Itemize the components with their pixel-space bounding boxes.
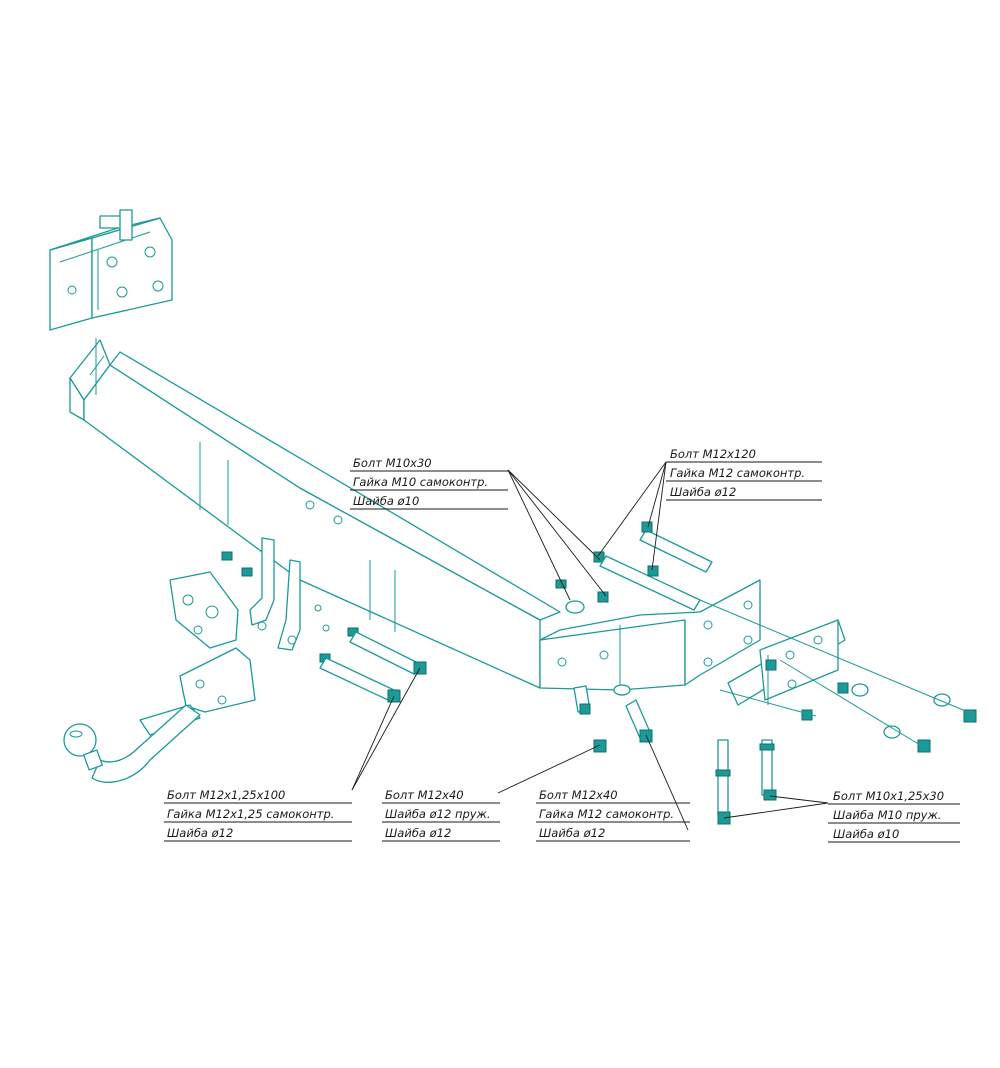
callout-bottom-right-line-1: Болт М10х1,25х30 bbox=[833, 789, 944, 803]
callout-top-center-line-2: Гайка М10 самоконтр. bbox=[353, 475, 488, 489]
callout-top-right-line-2: Гайка М12 самоконтр. bbox=[670, 466, 805, 480]
callout-bottom-right-line-2: Шайба М10 пруж. bbox=[833, 808, 941, 822]
callout-bottom-mid-left-line-1: Болт М12х40 bbox=[385, 788, 464, 802]
right-side-bracket bbox=[539, 579, 761, 691]
callout-top-right: Болт М12х120 Гайка М12 самоконтр. Шайба … bbox=[666, 447, 822, 501]
right-mounting-flange bbox=[727, 619, 846, 706]
callout-bottom-right: Болт М10х1,25х30 Шайба М10 пруж. Шайба ø… bbox=[828, 789, 960, 843]
callout-bottom-left: Болт М12х1,25х100 Гайка М12х1,25 самокон… bbox=[164, 788, 352, 842]
callout-top-right-line-1: Болт М12х120 bbox=[670, 447, 756, 461]
leader-lines bbox=[351, 461, 976, 831]
callout-bottom-mid-right-line-2: Гайка М12 самоконтр. bbox=[539, 807, 674, 821]
callout-bottom-left-line-3: Шайба ø12 bbox=[167, 826, 233, 840]
left-mounting-bracket bbox=[49, 209, 173, 331]
callout-top-right-line-3: Шайба ø12 bbox=[670, 485, 736, 499]
callout-bottom-mid-left: Болт М12х40 Шайба ø12 пруж. Шайба ø12 bbox=[382, 788, 500, 842]
callout-bottom-mid-right-line-3: Шайба ø12 bbox=[539, 826, 605, 840]
callout-top-center-line-3: Шайба ø10 bbox=[353, 494, 419, 508]
callout-bottom-left-line-1: Болт М12х1,25х100 bbox=[167, 788, 285, 802]
callout-bottom-mid-right-line-1: Болт М12х40 bbox=[539, 788, 618, 802]
main-cross-beam bbox=[69, 338, 561, 689]
callout-bottom-mid-right: Болт М12х40 Гайка М12 самоконтр. Шайба ø… bbox=[536, 788, 690, 842]
callout-top-center: Болт М10х30 Гайка М10 самоконтр. Шайба ø… bbox=[350, 456, 508, 510]
callout-top-center-line-1: Болт М10х30 bbox=[353, 456, 432, 470]
vertical-bracket-plates bbox=[249, 537, 330, 651]
callout-bottom-left-line-2: Гайка М12х1,25 самоконтр. bbox=[167, 807, 334, 821]
callout-bottom-right-line-3: Шайба ø10 bbox=[833, 827, 899, 841]
callout-bottom-mid-left-line-2: Шайба ø12 пруж. bbox=[385, 807, 491, 821]
tow-ball-neck bbox=[63, 571, 256, 783]
tow-ball-icon bbox=[63, 723, 97, 757]
callout-bottom-mid-left-line-3: Шайба ø12 bbox=[385, 826, 451, 840]
